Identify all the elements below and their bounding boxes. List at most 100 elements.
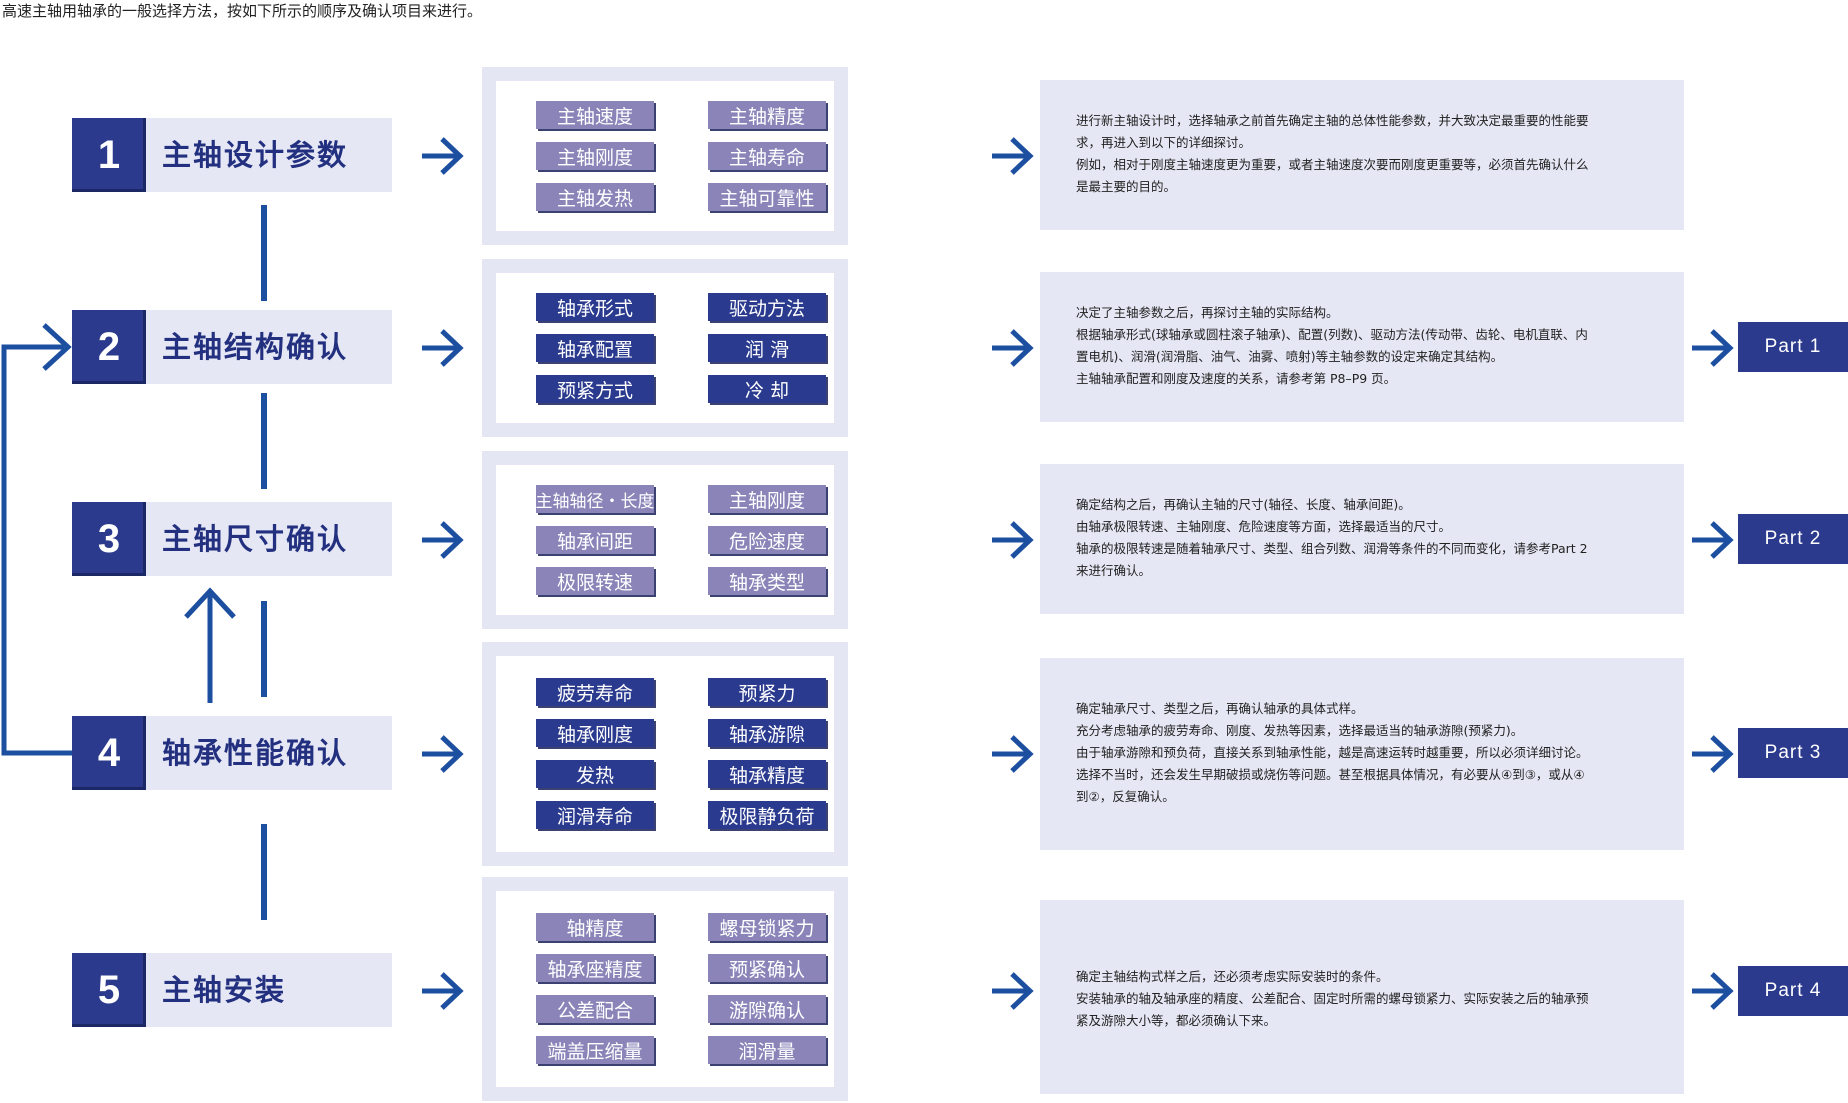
right-arrow-icon <box>1692 329 1734 367</box>
tag: 主轴寿命 <box>708 142 826 170</box>
description-line: 由轴承极限转速、主轴刚度、危险速度等方面，选择最适当的尺寸。 <box>1076 519 1452 534</box>
step-1: 1 主轴设计参数 <box>72 118 392 192</box>
tag: 轴承刚度 <box>536 719 654 747</box>
tag: 轴承游隙 <box>708 719 826 747</box>
right-arrow-icon <box>422 137 464 175</box>
tag: 预紧确认 <box>708 954 826 982</box>
right-arrow-icon <box>992 735 1034 773</box>
right-arrow-icon <box>422 972 464 1010</box>
tag: 轴承类型 <box>708 567 826 595</box>
step-number: 5 <box>72 953 146 1027</box>
connector-line <box>261 393 267 489</box>
description-line: 确定主轴结构式样之后，还必须考虑实际安装时的条件。 <box>1076 969 1389 984</box>
tag: 主轴可靠性 <box>708 183 826 211</box>
right-arrow-icon <box>422 735 464 773</box>
parameter-group-1: 主轴速度 主轴精度 主轴刚度 主轴寿命 主轴发热 主轴可靠性 <box>482 67 848 245</box>
description-5: 确定主轴结构式样之后，还必须考虑实际安装时的条件。 安装轴承的轴及轴承座的精度、… <box>1040 900 1684 1094</box>
tag: 轴承座精度 <box>536 954 654 982</box>
description-line: 充分考虑轴承的疲劳寿命、刚度、发热等因素，选择最适当的轴承游隙(预紧力)。 <box>1076 723 1524 738</box>
tag: 轴承精度 <box>708 760 826 788</box>
right-arrow-icon <box>1692 521 1734 559</box>
tag: 主轴速度 <box>536 101 654 129</box>
tag: 极限静负荷 <box>708 801 826 829</box>
step-title: 主轴设计参数 <box>162 138 349 172</box>
right-arrow-icon <box>422 521 464 559</box>
step-4: 4 轴承性能确认 <box>72 716 392 790</box>
parameter-group-2: 轴承形式 驱动方法 轴承配置 润 滑 预紧方式 冷 却 <box>482 259 848 437</box>
step-title: 主轴结构确认 <box>162 330 349 364</box>
description-line: 安装轴承的轴及轴承座的精度、公差配合、固定时所需的螺母锁紧力、实际安装之后的轴承… <box>1076 991 1589 1006</box>
description-1: 进行新主轴设计时，选择轴承之前首先确定主轴的总体性能参数，并大致决定最重要的性能… <box>1040 80 1684 230</box>
description-line: 例如，相对于刚度主轴速度更为重要，或者主轴速度次要而刚度更重要等，必须首先确认什… <box>1076 157 1589 172</box>
step-3: 3 主轴尺寸确认 <box>72 502 392 576</box>
step-number: 3 <box>72 502 146 576</box>
step-5: 5 主轴安装 <box>72 953 392 1027</box>
part-3-label: Part 3 <box>1738 728 1848 778</box>
tag: 轴承间距 <box>536 526 654 554</box>
tag: 主轴刚度 <box>536 142 654 170</box>
tag: 游隙确认 <box>708 995 826 1023</box>
tag: 预紧方式 <box>536 375 654 403</box>
part-4-label: Part 4 <box>1738 966 1848 1016</box>
step-number: 1 <box>72 118 146 192</box>
description-line: 求，再进入到以下的详细探讨。 <box>1076 135 1252 150</box>
description-line: 由于轴承游隙和预负荷，直接关系到轴承性能，越是高速运转时越重要，所以必须详细讨论… <box>1076 745 1589 760</box>
tag: 发热 <box>536 760 654 788</box>
tag: 驱动方法 <box>708 293 826 321</box>
tag: 主轴精度 <box>708 101 826 129</box>
tag: 主轴发热 <box>536 183 654 211</box>
part-1-label: Part 1 <box>1738 322 1848 372</box>
parameter-group-5: 轴精度 螺母锁紧力 轴承座精度 预紧确认 公差配合 游隙确认 端盖压缩量 润滑量 <box>482 877 848 1101</box>
tag: 润滑量 <box>708 1036 826 1064</box>
intro-text: 高速主轴用轴承的一般选择方法，按如下所示的顺序及确认项目来进行。 <box>2 2 483 20</box>
tag: 轴承形式 <box>536 293 654 321</box>
tag: 润 滑 <box>708 334 826 362</box>
tag: 公差配合 <box>536 995 654 1023</box>
right-arrow-icon <box>992 137 1034 175</box>
tag: 端盖压缩量 <box>536 1036 654 1064</box>
part-2-label: Part 2 <box>1738 514 1848 564</box>
connector-line <box>261 601 267 697</box>
tag: 螺母锁紧力 <box>708 913 826 941</box>
tag: 极限转速 <box>536 567 654 595</box>
right-arrow-icon <box>1692 972 1734 1010</box>
description-line: 决定了主轴参数之后，再探讨主轴的实际结构。 <box>1076 305 1339 320</box>
step-title: 主轴安装 <box>162 973 287 1007</box>
tag: 疲劳寿命 <box>536 678 654 706</box>
step-title: 主轴尺寸确认 <box>162 522 349 556</box>
tag: 轴精度 <box>536 913 654 941</box>
step-number: 2 <box>72 310 146 384</box>
right-arrow-icon <box>992 521 1034 559</box>
tag: 轴承配置 <box>536 334 654 362</box>
description-line: 到②，反复确认。 <box>1076 789 1175 804</box>
description-line: 确定轴承尺寸、类型之后，再确认轴承的具体式样。 <box>1076 701 1364 716</box>
description-line: 是最主要的目的。 <box>1076 179 1177 194</box>
description-line: 主轴轴承配置和刚度及速度的关系，请参考第 P8–P9 页。 <box>1076 371 1397 386</box>
connector-line <box>261 205 267 301</box>
description-line: 根据轴承形式(球轴承或圆柱滚子轴承)、配置(列数)、驱动方法(传动带、齿轮、电机… <box>1076 327 1588 342</box>
right-arrow-icon <box>1692 735 1734 773</box>
description-line: 紧及游隙大小等，都必须确认下来。 <box>1076 1013 1277 1028</box>
right-arrow-icon <box>422 329 464 367</box>
description-line: 选择不当时，还会发生早期破损或烧伤等问题。甚至根据具体情况，有必要从④到③，或从… <box>1076 767 1585 782</box>
tag: 主轴刚度 <box>708 485 826 513</box>
description-line: 置电机)、润滑(润滑脂、油气、油雾、喷射)等主轴参数的设定来确定其结构。 <box>1076 349 1504 364</box>
right-arrow-icon <box>992 329 1034 367</box>
step-number: 4 <box>72 716 146 790</box>
tag: 预紧力 <box>708 678 826 706</box>
parameter-group-3: 主轴轴径・长度 主轴刚度 轴承间距 危险速度 极限转速 轴承类型 <box>482 451 848 629</box>
description-4: 确定轴承尺寸、类型之后，再确认轴承的具体式样。 充分考虑轴承的疲劳寿命、刚度、发… <box>1040 658 1684 850</box>
description-2: 决定了主轴参数之后，再探讨主轴的实际结构。 根据轴承形式(球轴承或圆柱滚子轴承)… <box>1040 272 1684 422</box>
step-2: 2 主轴结构确认 <box>72 310 392 384</box>
tag: 润滑寿命 <box>536 801 654 829</box>
description-line: 确定结构之后，再确认主轴的尺寸(轴径、长度、轴承间距)。 <box>1076 497 1411 512</box>
step-title: 轴承性能确认 <box>162 736 349 770</box>
description-line: 轴承的极限转速是随着轴承尺寸、类型、组合列数、润滑等条件的不同而变化，请参考Pa… <box>1076 541 1588 556</box>
connector-line <box>261 824 267 920</box>
tag: 主轴轴径・长度 <box>536 485 655 513</box>
description-line: 来进行确认。 <box>1076 563 1152 578</box>
description-3: 确定结构之后，再确认主轴的尺寸(轴径、长度、轴承间距)。 由轴承极限转速、主轴刚… <box>1040 464 1684 614</box>
tag: 危险速度 <box>708 526 826 554</box>
feedback-loop-arrow <box>1 323 72 756</box>
parameter-group-4: 疲劳寿命 预紧力 轴承刚度 轴承游隙 发热 轴承精度 润滑寿命 极限静负荷 <box>482 642 848 866</box>
